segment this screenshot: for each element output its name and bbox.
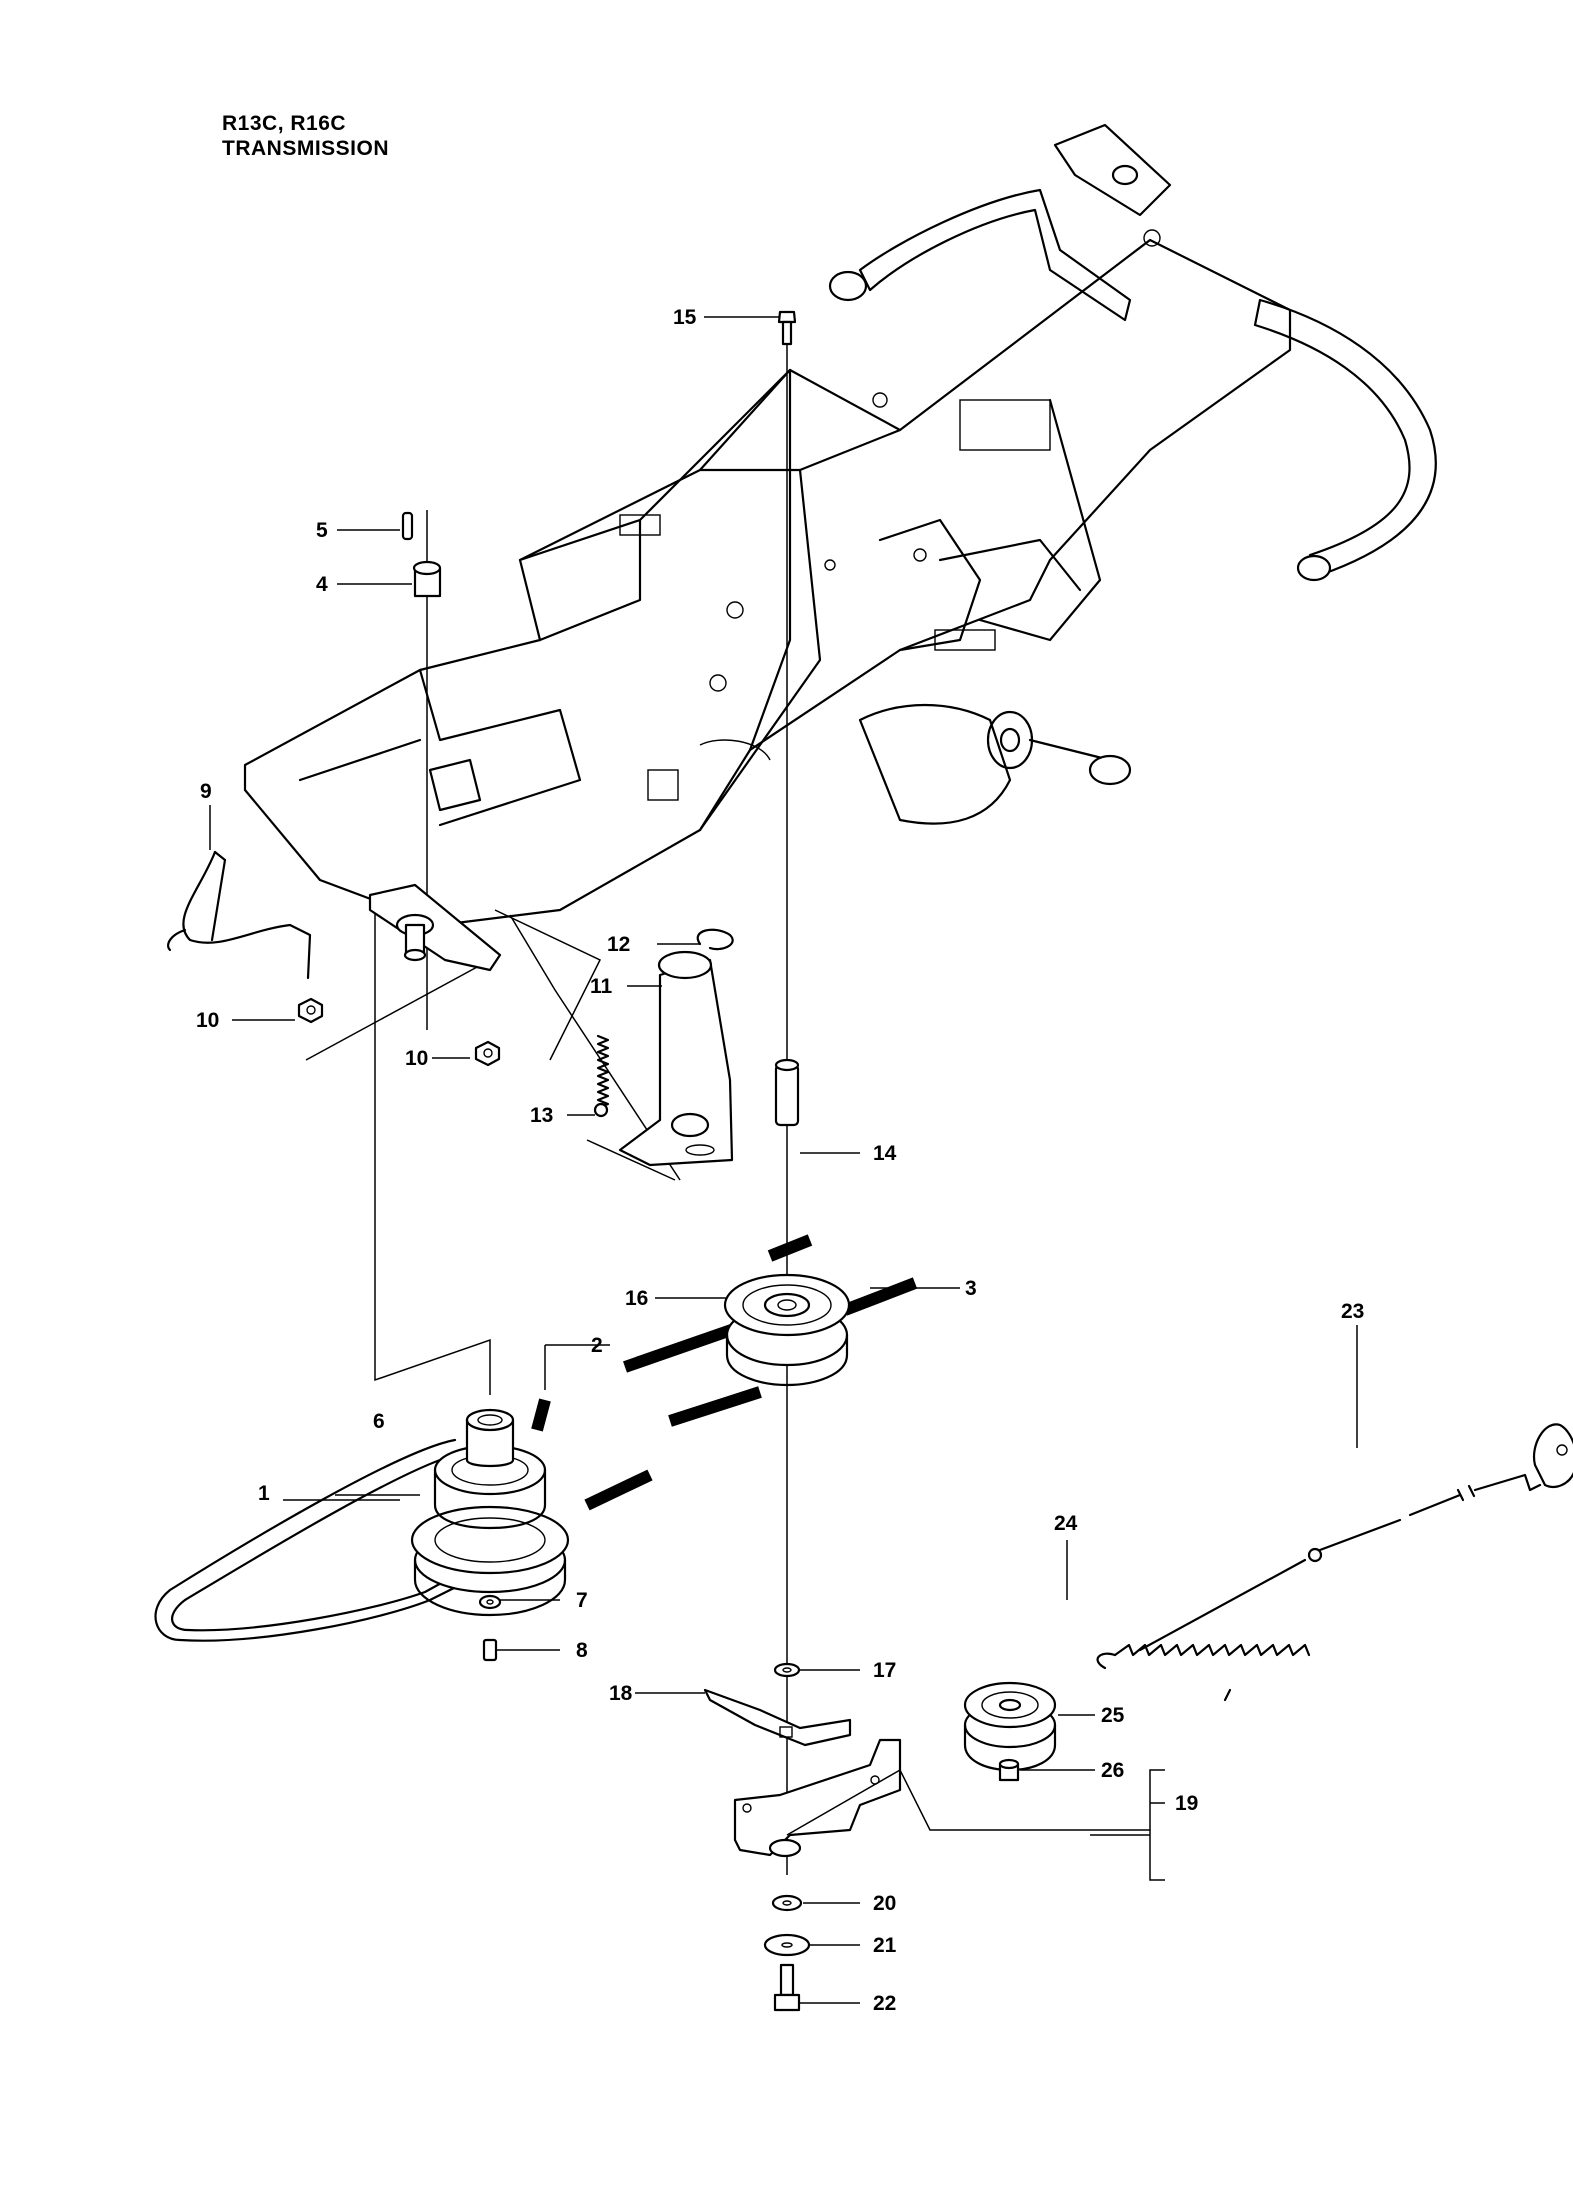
model-title: R13C, R16C bbox=[222, 112, 347, 135]
callout-25: 25 bbox=[1101, 1704, 1125, 1727]
callout-22: 22 bbox=[873, 1992, 896, 2015]
callout-26: 26 bbox=[1101, 1759, 1124, 1782]
callout-14: 14 bbox=[873, 1142, 897, 1165]
callout-6: 6 bbox=[373, 1410, 385, 1433]
pin-part-5 bbox=[401, 511, 414, 541]
callout-23: 23 bbox=[1341, 1300, 1364, 1323]
washer-part-20 bbox=[771, 1894, 803, 1912]
washer-part-17 bbox=[773, 1662, 801, 1678]
callout-4: 4 bbox=[316, 573, 328, 596]
callout-19: 19 bbox=[1175, 1792, 1198, 1815]
chassis-frame bbox=[243, 123, 1437, 927]
bolt-part-15 bbox=[777, 310, 797, 346]
washer-part-21 bbox=[763, 1933, 811, 1957]
callout-9: 9 bbox=[200, 780, 212, 803]
washer-part-7 bbox=[478, 1594, 502, 1610]
callout-20: 20 bbox=[873, 1892, 896, 1915]
callout-leaders bbox=[209, 316, 1165, 2004]
callout-24: 24 bbox=[1054, 1512, 1078, 1535]
callout-12: 12 bbox=[607, 933, 630, 956]
callout-2: 2 bbox=[591, 1334, 603, 1357]
callout-16: 16 bbox=[625, 1287, 648, 1310]
callout-21: 21 bbox=[873, 1934, 897, 1957]
spring-part-13 bbox=[593, 1034, 610, 1118]
nut-part-10a bbox=[297, 997, 324, 1024]
callout-numbers: 1 2 3 4 5 6 7 8 9 10 10 11 12 13 14 15 1… bbox=[196, 306, 1364, 2015]
callout-3: 3 bbox=[965, 1277, 977, 1300]
bolt-part-8 bbox=[482, 1638, 498, 1662]
nut-part-10b bbox=[474, 1040, 501, 1067]
spacer-part-14 bbox=[774, 1058, 800, 1127]
mount-bracket bbox=[368, 883, 502, 972]
bracket-part-18 bbox=[703, 1688, 852, 1747]
idler-arm-part-11 bbox=[618, 950, 734, 1167]
callout-5: 5 bbox=[316, 519, 328, 542]
callout-17: 17 bbox=[873, 1659, 896, 1682]
cable-part-23 bbox=[1223, 1423, 1573, 1702]
snap-ring-part-12 bbox=[696, 928, 734, 951]
engine-pulley-part-6 bbox=[410, 1408, 570, 1617]
callout-8: 8 bbox=[576, 1639, 588, 1662]
callout-11: 11 bbox=[590, 975, 613, 998]
callout-15: 15 bbox=[673, 306, 697, 329]
rod-part-9 bbox=[167, 850, 312, 980]
belt-section-part-3 bbox=[584, 1234, 918, 1511]
bushing-part-4 bbox=[412, 560, 442, 598]
callout-10a: 10 bbox=[196, 1009, 219, 1032]
callout-10b: 10 bbox=[405, 1047, 428, 1070]
callout-13: 13 bbox=[530, 1104, 553, 1127]
bolt-part-22 bbox=[773, 1963, 801, 2012]
idler-pulley-part-25 bbox=[963, 1681, 1057, 1772]
callout-7: 7 bbox=[576, 1589, 588, 1612]
section-title: TRANSMISSION bbox=[222, 137, 390, 160]
idler-arm-part-19 bbox=[733, 1738, 902, 1858]
callout-1: 1 bbox=[258, 1482, 270, 1505]
callout-18: 18 bbox=[609, 1682, 633, 1705]
bushing-part-26 bbox=[998, 1758, 1020, 1782]
idler-pulley-part-16 bbox=[723, 1273, 851, 1387]
spring-part-24 bbox=[1096, 1547, 1323, 1670]
